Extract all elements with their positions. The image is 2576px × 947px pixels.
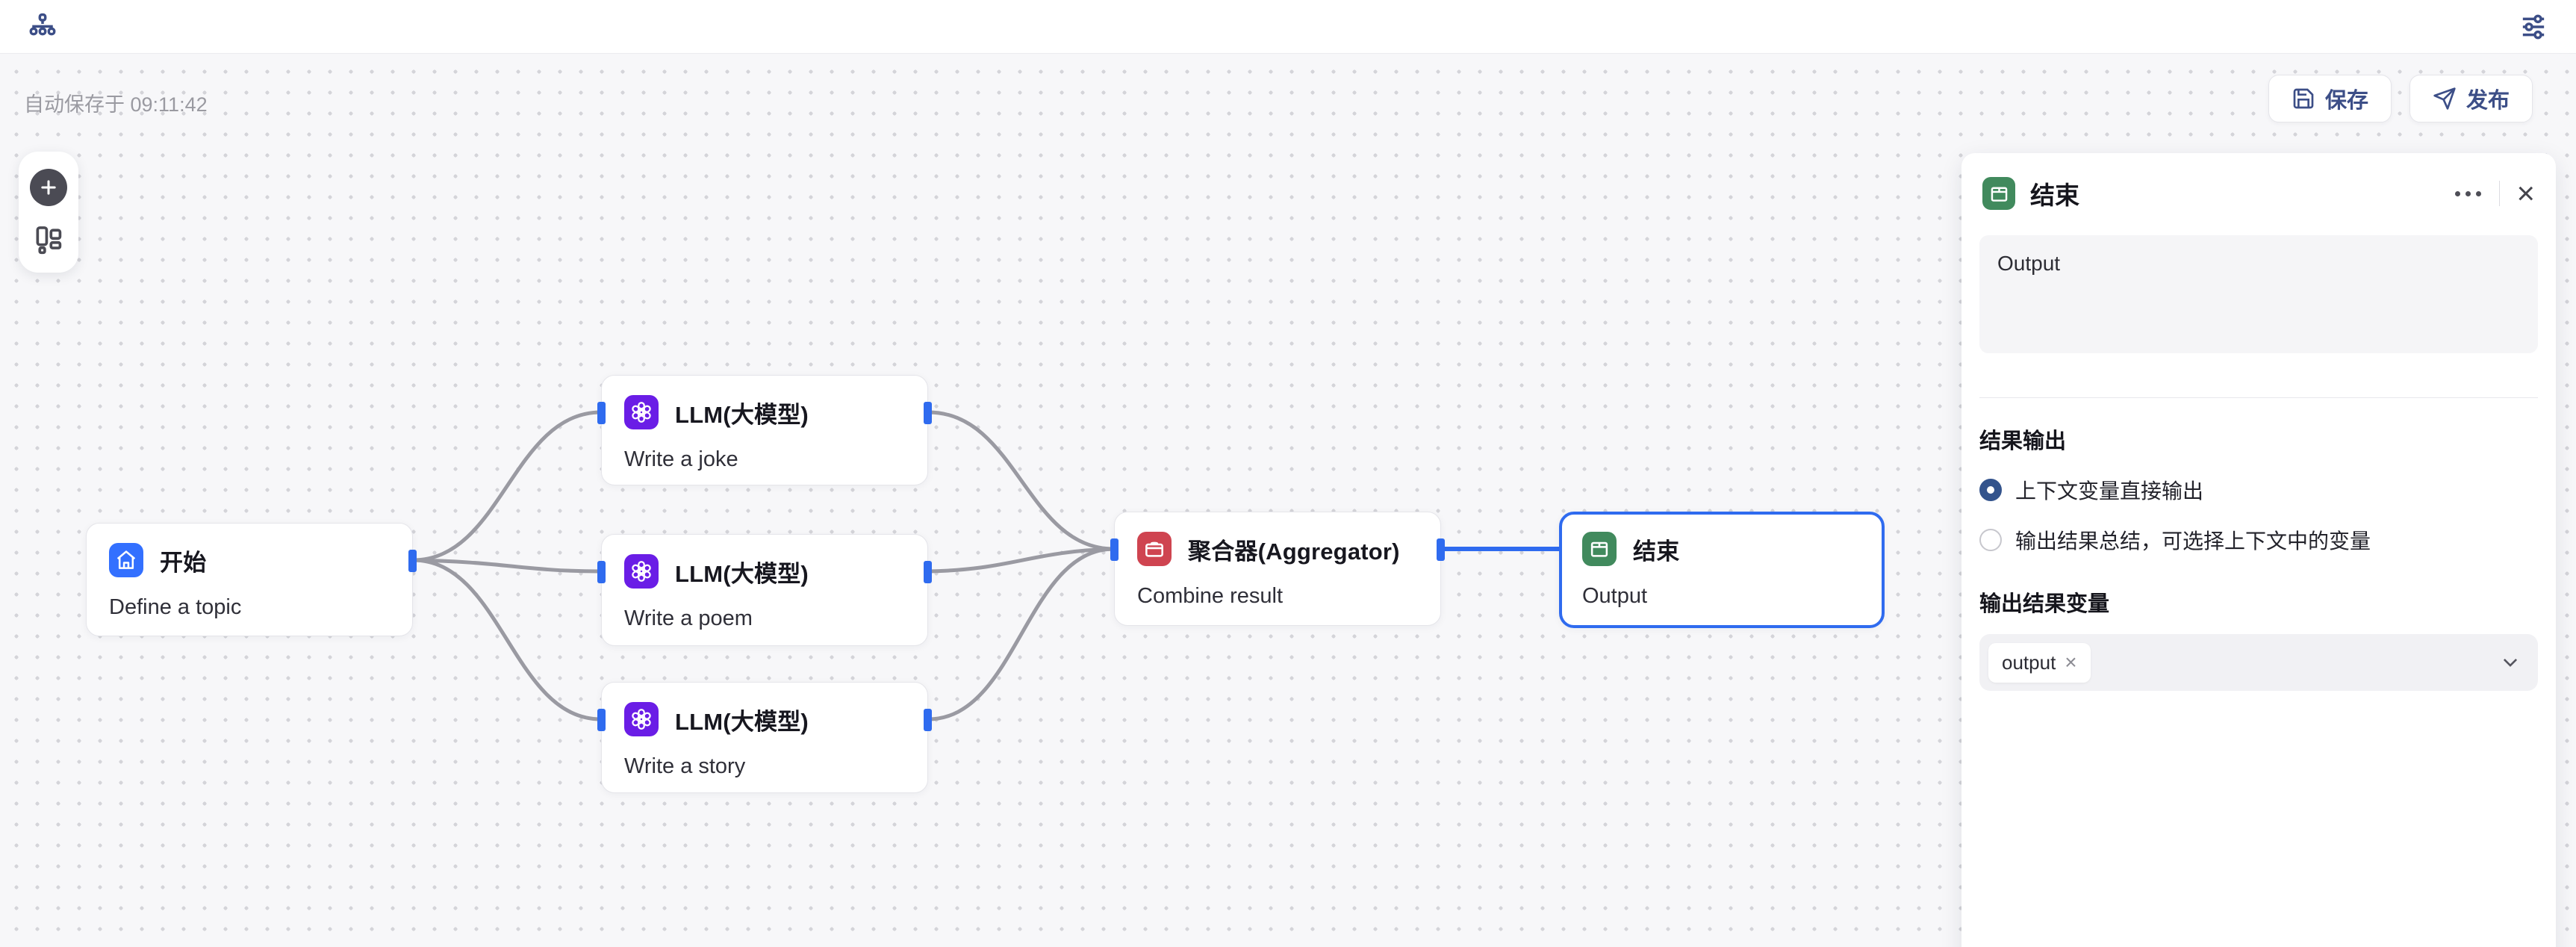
divider	[2499, 181, 2501, 206]
publish-button[interactable]: 发布	[2409, 75, 2533, 122]
canvas-settings-button[interactable]	[2516, 10, 2551, 44]
chevron-down-icon	[2503, 659, 2518, 667]
node-title: 聚合器(Aggregator)	[1188, 538, 1400, 565]
divider	[1979, 397, 2538, 398]
variable-tag-label: output	[2002, 651, 2056, 674]
output-handle[interactable]	[408, 550, 417, 572]
more-options-button[interactable]	[2454, 185, 2483, 202]
radio-unselected-icon[interactable]	[1979, 529, 2002, 551]
workflow-home-button[interactable]	[25, 10, 60, 44]
node-llm-2[interactable]: LLM(大模型) Write a poem	[597, 534, 932, 646]
top-bar	[0, 0, 2576, 54]
org-chart-icon	[29, 13, 56, 35]
section-result-output-title: 结果输出	[1979, 429, 2067, 453]
canvas-actions: 保存 发布	[2268, 75, 2533, 122]
canvas-toolbar	[19, 152, 78, 273]
publish-label: 发布	[2465, 89, 2510, 113]
input-handle[interactable]	[597, 402, 606, 424]
node-title: LLM(大模型)	[675, 560, 809, 587]
node-llm-3[interactable]: LLM(大模型) Write a story	[597, 682, 932, 793]
save-button[interactable]: 保存	[2268, 75, 2392, 122]
panel-title: 结束	[2030, 181, 2079, 209]
output-handle[interactable]	[1437, 538, 1445, 561]
node-title: 结束	[1633, 538, 1680, 565]
node-start[interactable]: 开始 Define a topic	[86, 523, 417, 636]
save-label: 保存	[2324, 89, 2368, 113]
radio-option-summary-output[interactable]: 输出结果总结，可选择上下文中的变量	[1979, 525, 2538, 555]
node-properties-panel: 结束 × Output 结果输出 上下文变量直接输出 输出结果总结，可选择上下文…	[1961, 153, 2556, 947]
input-handle[interactable]	[1110, 538, 1119, 561]
output-handle[interactable]	[924, 709, 932, 731]
section-output-variable-title: 输出结果变量	[1979, 592, 2110, 616]
panel-header: 结束 ×	[1979, 174, 2538, 213]
variable-tag: output ×	[1988, 642, 2091, 683]
node-note-textarea[interactable]: Output	[1979, 235, 2538, 353]
radio-selected-icon[interactable]	[1979, 479, 2002, 501]
auto-layout-button[interactable]	[32, 223, 65, 255]
send-icon	[2433, 87, 2456, 110]
node-description: Write a story	[624, 754, 746, 778]
node-description: Write a poem	[624, 606, 753, 630]
openai-icon	[624, 554, 659, 589]
node-title: LLM(大模型)	[675, 401, 809, 428]
sliders-icon	[2522, 14, 2545, 39]
save-icon	[2293, 88, 2314, 109]
node-description: Define a topic	[109, 595, 242, 619]
autosave-status: 自动保存于 09:11:42	[24, 93, 208, 116]
layout-icon	[36, 226, 62, 255]
node-aggregator[interactable]: 聚合器(Aggregator) Combine result	[1110, 512, 1445, 626]
box-icon	[1137, 532, 1172, 566]
output-handle[interactable]	[924, 402, 932, 424]
node-description: Write a joke	[624, 447, 738, 471]
node-title: LLM(大模型)	[675, 708, 809, 735]
output-variable-select[interactable]: output ×	[1979, 634, 2538, 691]
add-node-button[interactable]	[30, 168, 67, 206]
node-llm-1[interactable]: LLM(大模型) Write a joke	[597, 375, 932, 485]
input-handle[interactable]	[597, 561, 606, 583]
output-handle[interactable]	[924, 561, 932, 583]
package-icon	[1982, 177, 2015, 210]
radio-option-direct-output[interactable]: 上下文变量直接输出	[1979, 475, 2538, 505]
node-description: Output	[1582, 584, 1648, 608]
node-title: 开始	[160, 549, 207, 576]
node-end-selected[interactable]: 结束 Output	[1559, 512, 1885, 628]
input-handle[interactable]	[597, 709, 606, 731]
openai-icon	[624, 702, 659, 736]
plus-icon	[41, 179, 56, 195]
home-icon	[109, 543, 143, 577]
package-icon	[1582, 532, 1617, 566]
openai-icon	[624, 395, 659, 429]
node-description: Combine result	[1137, 584, 1284, 608]
close-icon[interactable]: ×	[2516, 176, 2535, 211]
remove-variable-icon[interactable]: ×	[2065, 651, 2077, 674]
